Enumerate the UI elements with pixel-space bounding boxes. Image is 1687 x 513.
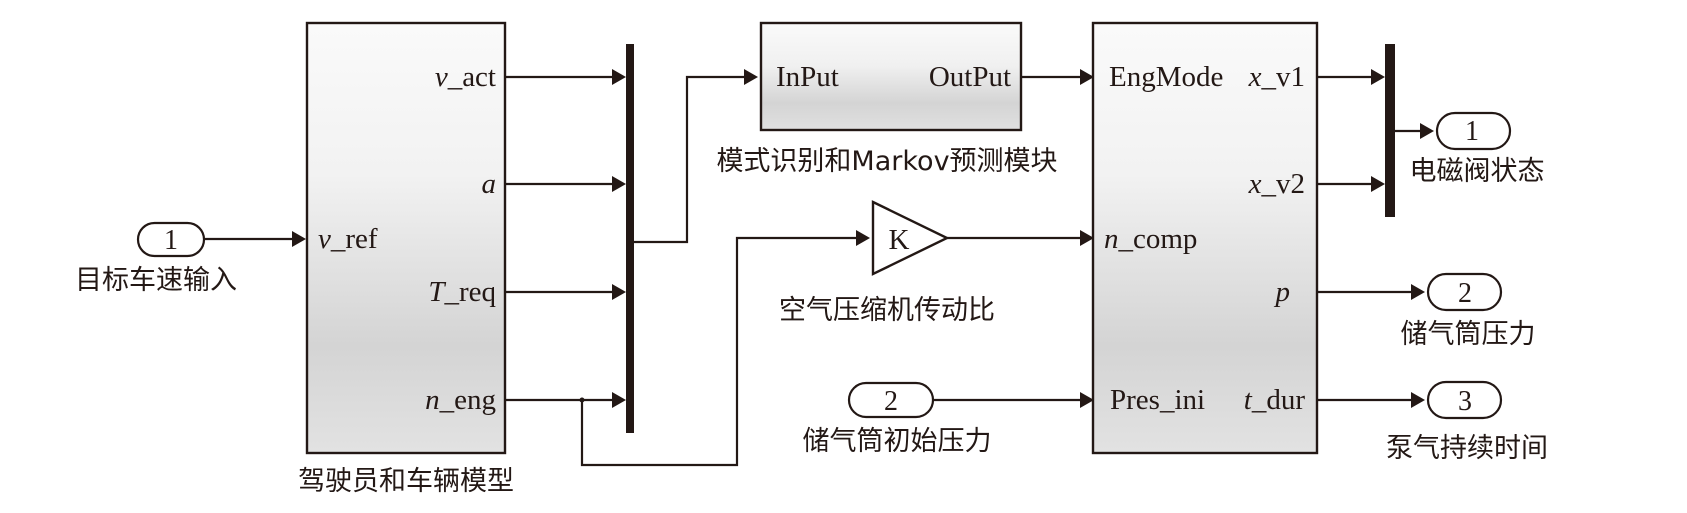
- signal-line-mux-out: [634, 75, 744, 244]
- outport-1-number: 1: [1465, 116, 1479, 147]
- port-label-p: p: [1274, 276, 1291, 308]
- arrow-icon: [292, 231, 306, 247]
- arrow-icon: [1371, 176, 1385, 192]
- arrow-icon: [1411, 392, 1425, 408]
- driver-vehicle-block-body[interactable]: [305, 21, 507, 455]
- outport-1-shape[interactable]: [1435, 111, 1512, 151]
- inport-1-caption: 目标车速输入: [75, 265, 237, 296]
- port-label-output: OutPut: [929, 61, 1011, 93]
- compressor-block[interactable]: EngMode n_comp Pres_ini x_v1 x_v2 p t_du…: [1091, 21, 1319, 455]
- mode-markov-block-body[interactable]: [759, 21, 1023, 132]
- signal-line-n-eng-branch: [580, 236, 857, 467]
- outport-2[interactable]: 2 储气筒压力: [1401, 272, 1536, 350]
- gain-symbol: K: [889, 224, 910, 256]
- inport-2-number: 2: [884, 386, 898, 417]
- arrow-icon: [1080, 230, 1094, 246]
- port-label-n-eng: n_eng: [425, 384, 496, 416]
- gain-block-triangle[interactable]: [871, 200, 950, 276]
- outport-2-shape[interactable]: [1426, 272, 1503, 312]
- port-label-a: a: [482, 168, 497, 200]
- arrow-icon: [1371, 69, 1385, 85]
- arrow-icon: [612, 176, 626, 192]
- inport-1-number: 1: [164, 225, 178, 256]
- port-label-v-ref: v_ref: [318, 223, 378, 255]
- inport-1[interactable]: 1 目标车速输入: [75, 221, 237, 296]
- arrow-icon: [1080, 392, 1094, 408]
- arrow-icon: [612, 284, 626, 300]
- mux-bar-1[interactable]: [626, 44, 634, 433]
- arrow-icon: [1411, 284, 1425, 300]
- arrow-icon: [612, 392, 626, 408]
- port-label-x-v2: x_v2: [1248, 168, 1305, 200]
- arrow-icon: [612, 69, 626, 85]
- outport-3[interactable]: 3 泵气持续时间: [1386, 380, 1548, 464]
- driver-vehicle-block[interactable]: v_ref v_act a T_req n_eng 驾驶员和车辆模型: [298, 21, 514, 497]
- arrow-icon: [856, 230, 870, 246]
- compressor-block-body[interactable]: [1091, 21, 1319, 455]
- outport-2-number: 2: [1458, 278, 1472, 309]
- port-label-n-comp: n_comp: [1104, 223, 1197, 255]
- arrow-icon: [1420, 123, 1434, 139]
- arrow-icon: [744, 69, 758, 85]
- arrow-icon: [1080, 69, 1094, 85]
- mode-markov-block[interactable]: InPut OutPut 模式识别和Markov预测模块: [716, 21, 1058, 177]
- driver-vehicle-caption: 驾驶员和车辆模型: [298, 466, 514, 497]
- port-label-t-req: T_req: [428, 276, 496, 308]
- port-label-input: InPut: [776, 61, 839, 93]
- mux-bar-2[interactable]: [1385, 44, 1395, 217]
- gain-block[interactable]: K 空气压缩机传动比: [779, 200, 995, 326]
- port-label-x-v1: x_v1: [1248, 61, 1305, 93]
- gain-caption: 空气压缩机传动比: [779, 295, 995, 326]
- outport-3-shape[interactable]: [1426, 380, 1503, 420]
- outport-3-caption: 泵气持续时间: [1386, 433, 1548, 464]
- port-label-v-act: v_act: [435, 61, 496, 93]
- mode-markov-caption: 模式识别和Markov预测模块: [716, 146, 1057, 177]
- inport-2-caption: 储气筒初始压力: [803, 426, 992, 457]
- outport-3-number: 3: [1458, 386, 1472, 417]
- inport-2[interactable]: 2 储气筒初始压力: [803, 381, 992, 457]
- port-label-pres-ini: Pres_ini: [1110, 384, 1205, 416]
- outport-1-caption: 电磁阀状态: [1410, 156, 1545, 187]
- port-label-t-dur: t_dur: [1244, 384, 1306, 416]
- port-label-engmode: EngMode: [1109, 61, 1223, 93]
- outport-2-caption: 储气筒压力: [1401, 319, 1536, 350]
- outport-1[interactable]: 1 电磁阀状态: [1410, 111, 1545, 187]
